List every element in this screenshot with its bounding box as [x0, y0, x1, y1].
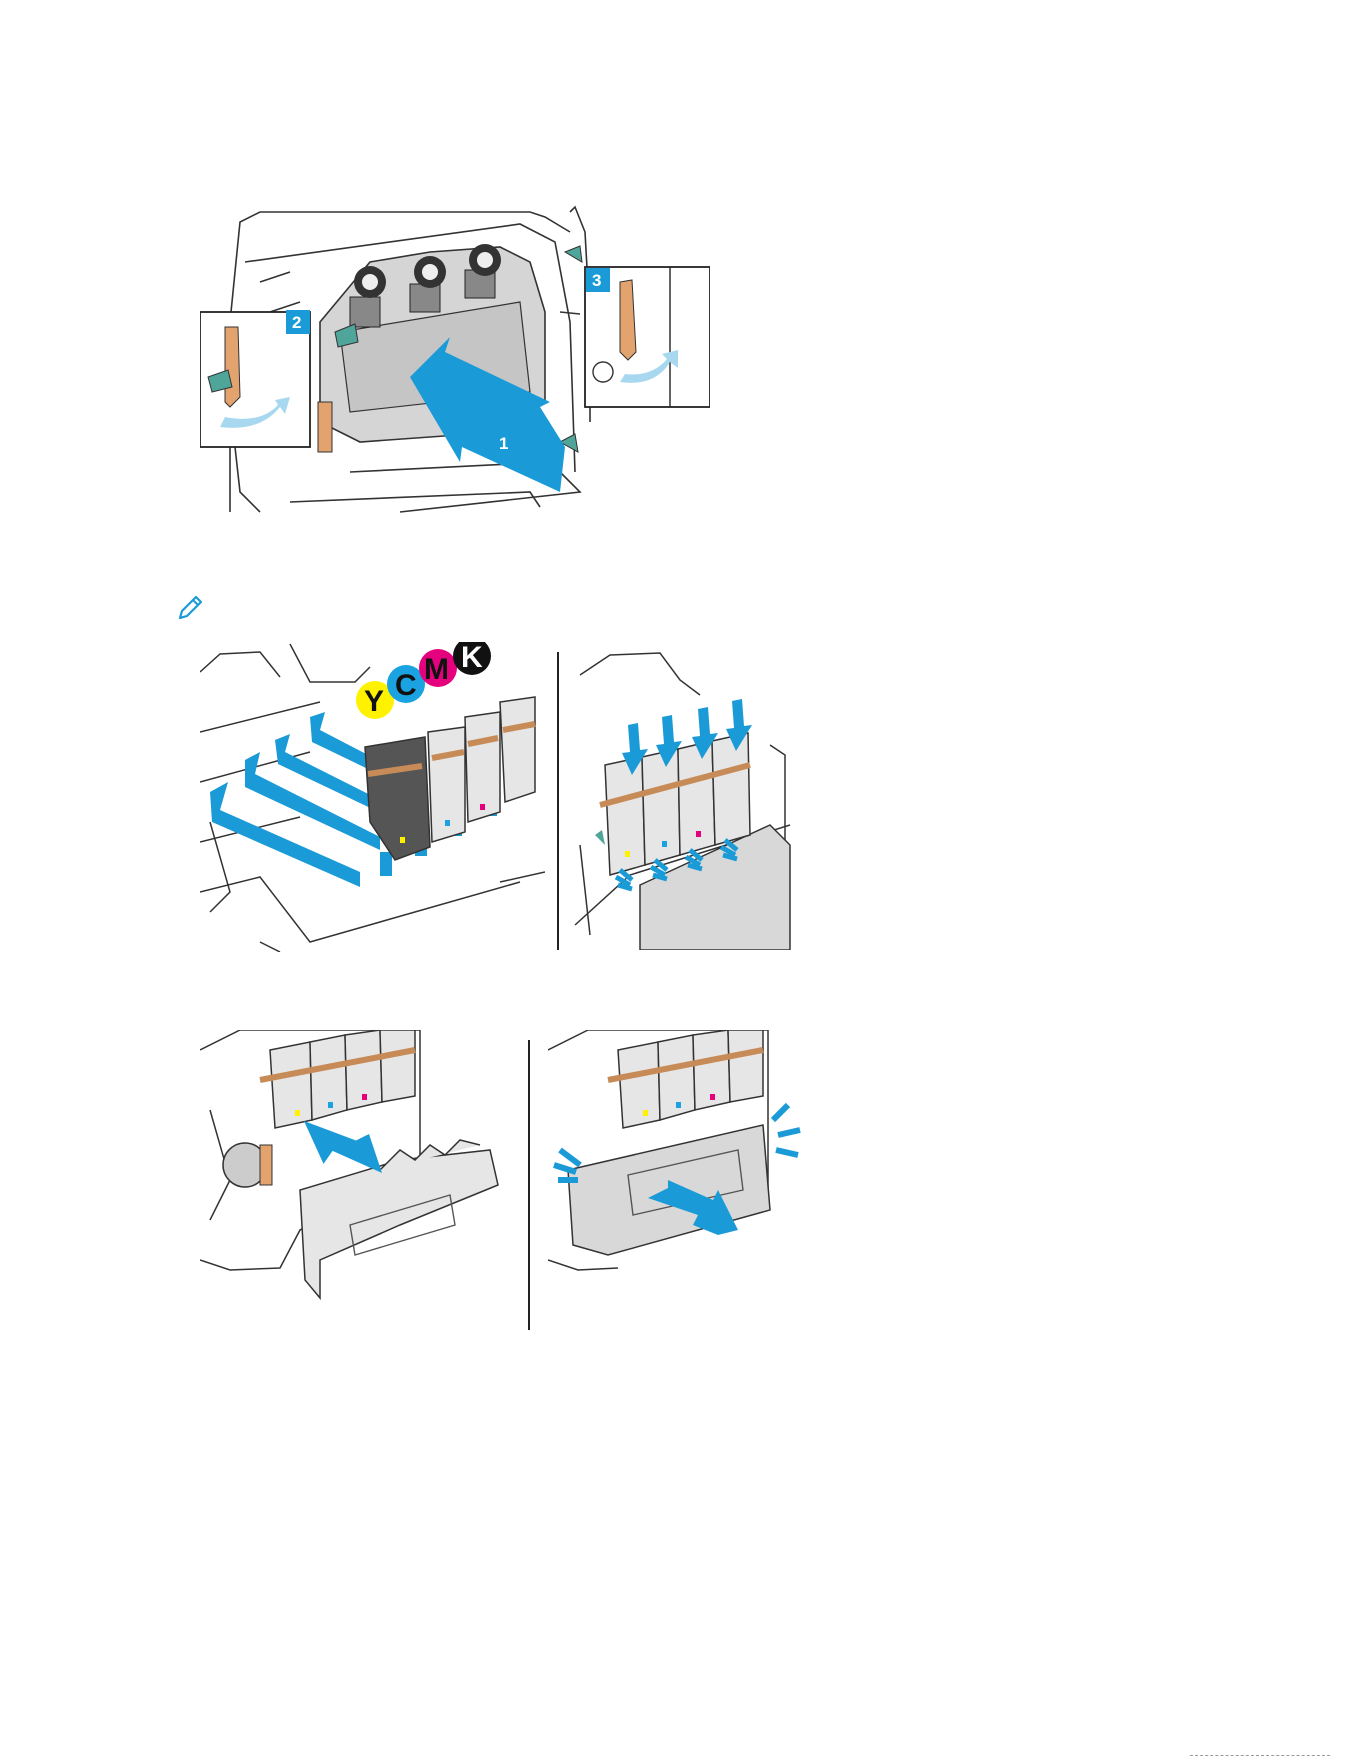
toner-label-k: K — [461, 642, 483, 674]
figure-bin-insert: 1 2 3 — [200, 202, 710, 520]
step-3-label: 3 — [592, 271, 601, 290]
figure-waste-insert — [200, 1030, 500, 1310]
inset-step-2: 2 — [200, 310, 310, 447]
toner-install-illustration: Y C M K — [200, 642, 545, 952]
slide-in-arrow — [304, 1121, 382, 1173]
toner-label-c: C — [395, 669, 417, 702]
toner-label-m: M — [424, 653, 449, 686]
toner-letter-k: K — [453, 642, 491, 675]
waste-insert-illustration — [200, 1030, 500, 1310]
figure-divider-2 — [528, 1040, 530, 1330]
bin-insert-illustration: 1 2 3 — [200, 202, 710, 520]
figure-waste-seat — [548, 1030, 803, 1310]
step-2-label: 2 — [292, 313, 301, 332]
toner-label-y: Y — [364, 685, 384, 718]
step-1-label: 1 — [499, 434, 508, 453]
figure-toner-install: Y C M K — [200, 642, 545, 952]
waste-seat-illustration — [548, 1030, 803, 1310]
inset-step-3: 3 — [585, 267, 710, 407]
figure-toner-seat — [570, 645, 792, 950]
figure-divider — [557, 652, 559, 950]
toner-letter-m: M — [419, 649, 457, 687]
pencil-icon — [174, 592, 206, 624]
toner-seat-illustration — [570, 645, 792, 950]
page-footer-rule — [1190, 1755, 1330, 1757]
